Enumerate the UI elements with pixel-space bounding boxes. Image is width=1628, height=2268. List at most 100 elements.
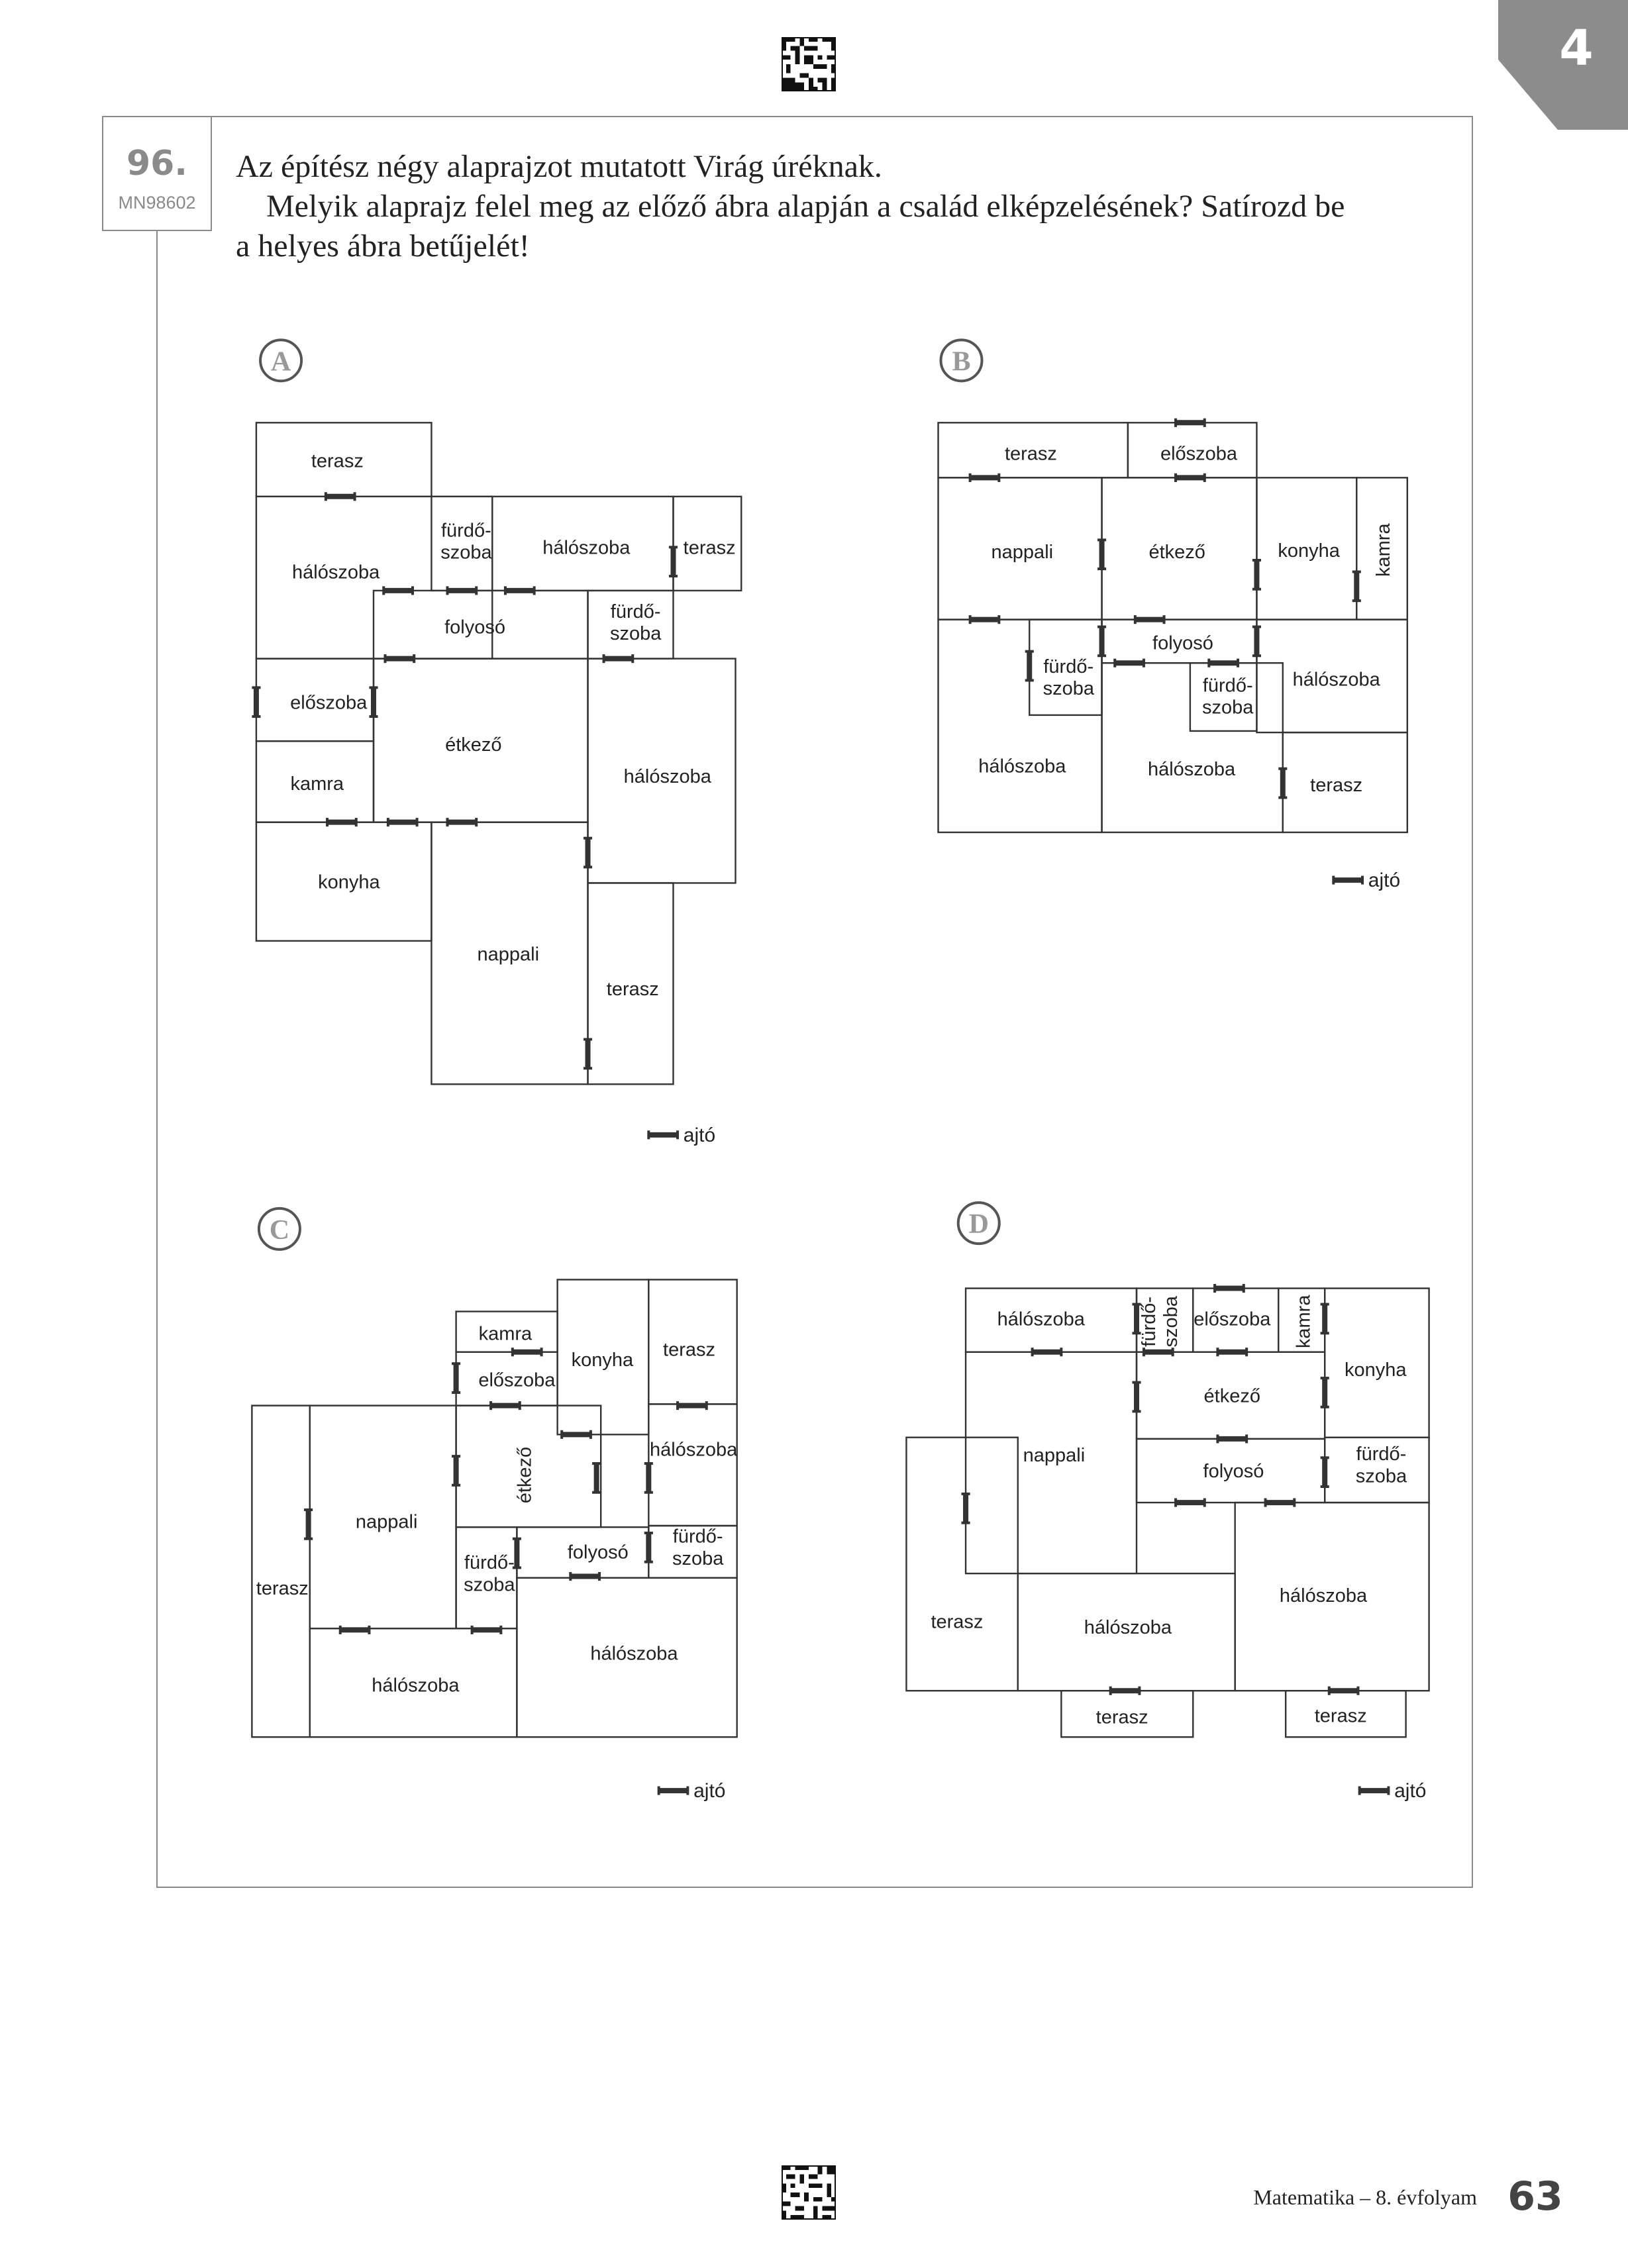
door-icon: [1216, 1348, 1248, 1357]
room: konyha: [556, 1279, 650, 1436]
door-icon: [569, 1571, 601, 1581]
room-label: kamra: [1373, 523, 1394, 577]
room: kamra: [1278, 1287, 1326, 1353]
option-c-badge[interactable]: C: [257, 1207, 301, 1251]
room-label: hálószoba: [542, 537, 631, 558]
door-legend-label: ajtó: [1394, 1780, 1426, 1802]
room: étkező: [1101, 477, 1258, 620]
room: hálószoba: [964, 1287, 1138, 1353]
door-icon: [1174, 1498, 1206, 1507]
room: konyha: [1256, 477, 1358, 620]
door-icon: [1213, 1283, 1245, 1293]
door-icon: [489, 1401, 521, 1410]
door-legend-icon: [647, 1130, 680, 1140]
room: fürdő-szoba: [1135, 1287, 1194, 1353]
door-icon: [369, 686, 378, 718]
room: nappali: [964, 1351, 1138, 1575]
task-code: MN98602: [118, 193, 196, 213]
room-label: hálószoba: [997, 1309, 1086, 1330]
room-label: terasz: [663, 1340, 715, 1361]
door-icon: [668, 546, 678, 578]
door-legend-label: ajtó: [693, 1780, 725, 1802]
room: hálószoba: [1017, 1572, 1236, 1692]
door-icon: [383, 654, 416, 664]
door-icon: [1216, 1434, 1248, 1444]
door-legend: ajtó: [1394, 1780, 1426, 1802]
door-icon: [452, 1362, 461, 1394]
room: fürdő-szoba: [431, 495, 493, 592]
room-label: fürdő-szoba: [1139, 1295, 1182, 1347]
room: konyha: [1323, 1287, 1430, 1438]
room-label: hálószoba: [292, 562, 380, 583]
door-icon: [1097, 538, 1107, 571]
room-label: fürdő-szoba: [672, 1526, 724, 1569]
option-a-badge[interactable]: A: [259, 338, 303, 383]
room-label: hálószoba: [624, 766, 712, 787]
door-icon: [1320, 1303, 1329, 1335]
room-label: nappali: [1023, 1445, 1086, 1466]
option-letter: C: [270, 1215, 289, 1246]
room: terasz: [905, 1436, 1019, 1692]
door-icon: [583, 836, 593, 869]
door-legend: ajtó: [693, 1780, 725, 1802]
door-icon: [304, 1508, 313, 1540]
room-label: folyosó: [1152, 633, 1213, 654]
door-legend-icon: [657, 1786, 689, 1795]
room-label: terasz: [607, 979, 659, 1000]
door-icon: [1109, 1686, 1141, 1695]
room-label: előszoba: [290, 692, 368, 713]
room: hálószoba: [516, 1577, 738, 1738]
door-icon: [968, 615, 1001, 624]
task-number: 96.: [126, 144, 188, 183]
door-icon: [386, 818, 419, 827]
door-icon: [676, 1401, 708, 1410]
door-icon: [1097, 625, 1107, 658]
option-letter: A: [271, 346, 291, 377]
option-b-badge[interactable]: B: [939, 338, 984, 383]
room-label: fürdő-szoba: [440, 520, 492, 563]
room-label: terasz: [256, 1578, 309, 1599]
door-legend-icon: [1358, 1786, 1390, 1795]
door-icon: [644, 1462, 653, 1494]
room: folyosó: [372, 589, 589, 660]
room: nappali: [309, 1405, 457, 1630]
room-label: nappali: [356, 1512, 418, 1533]
room: kamra: [1356, 477, 1408, 620]
door-icon: [446, 818, 478, 827]
room-label: előszoba: [1194, 1309, 1271, 1330]
room: fürdő-szoba: [648, 1524, 738, 1579]
room-label: hálószoba: [650, 1439, 738, 1460]
room-label: konyha: [1278, 540, 1340, 562]
room: fürdő-szoba: [455, 1526, 518, 1630]
room: fürdő-szoba: [1323, 1436, 1430, 1504]
room: terasz: [672, 495, 742, 592]
door-icon: [503, 586, 536, 595]
room: fürdő-szoba: [1029, 618, 1103, 716]
door-icon: [382, 586, 415, 595]
door-legend-label: ajtó: [684, 1124, 715, 1146]
door-icon: [592, 1462, 601, 1494]
door-icon: [512, 1537, 521, 1569]
room: előszoba: [255, 658, 375, 742]
room: előszoba: [1127, 422, 1258, 479]
room-label: terasz: [311, 450, 364, 471]
room-label: terasz: [684, 537, 736, 558]
option-d-badge[interactable]: D: [956, 1201, 1001, 1246]
door-icon: [1133, 615, 1166, 624]
door-legend-icon: [1332, 875, 1364, 885]
room: hálószoba: [1234, 1501, 1430, 1692]
door-icon: [1352, 570, 1361, 603]
door-icon: [1252, 558, 1262, 591]
door-icon: [968, 473, 1001, 482]
room-label: hálószoba: [1293, 669, 1381, 690]
door-icon: [446, 586, 478, 595]
door-icon: [1320, 1456, 1329, 1489]
room: hálószoba: [648, 1403, 738, 1527]
door-icon: [1174, 418, 1206, 427]
door-icon: [1252, 625, 1262, 658]
room: hálószoba: [1256, 618, 1408, 734]
room: folyosó: [1135, 1438, 1326, 1504]
room: fürdő-szoba: [1189, 662, 1258, 732]
room: előszoba: [455, 1351, 558, 1406]
